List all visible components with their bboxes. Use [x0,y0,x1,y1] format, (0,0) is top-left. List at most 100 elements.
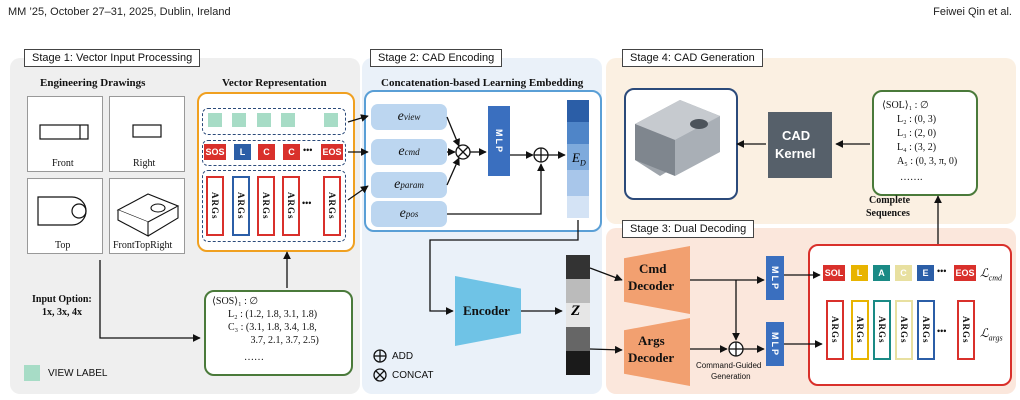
args-text: ARGs [327,192,337,220]
loss-cmd: ℒcmd [980,266,1002,282]
cmd-decoder-block [624,246,690,314]
token-circle: C [283,144,300,160]
args-column: ARGs [282,176,300,236]
args-text: ARGs [830,316,840,344]
out-seq-line: L₂ : (0, 3) [897,114,937,125]
args-text: ARGs [855,316,865,344]
add-operator-icon [533,147,549,163]
token-text: C [288,147,295,157]
args-decoder-label-2: Decoder [628,350,675,365]
out-token-sol: SOL [823,265,845,281]
embed-e: e [399,206,406,221]
ed-label: ED [572,150,586,168]
out-args-column: ARGs [917,300,935,360]
view-label-chip [324,113,338,127]
cad-model-render [635,100,720,176]
cad-kernel-label-1: CAD [782,128,811,143]
token-circle: C [258,144,275,160]
cad-kernel-box [768,112,832,178]
input-option-values: 1x, 3x, 4x [42,307,82,318]
token-text: E [922,268,929,278]
vector-title: Vector Representation [222,77,327,89]
out-args-column: ARGs [826,300,844,360]
embed-e: e [394,177,401,192]
ed-segment [567,122,589,144]
args-column: ARGs [232,176,250,236]
token-text: C [900,268,907,278]
stage2-label: Stage 2: CAD Encoding [370,49,503,67]
args-text: ARGs [286,192,296,220]
ed-segment [567,100,589,122]
legend-view-label-swatch [24,365,40,381]
add-legend-icon [373,349,387,363]
embed-e: e [398,144,405,159]
out-token-eos: EOS [954,265,976,281]
view-label-chip [232,113,246,127]
front-view-drawing [39,124,89,140]
encoder-block [455,276,521,346]
view-top [27,178,103,254]
guided-label-2: Generation [711,372,751,381]
ed-segment [567,144,589,170]
loss-args-symbol: ℒ [980,326,989,340]
args-text: ARGs [261,192,271,220]
embed-sup: param [400,180,424,190]
out-seq-line: ……. [900,172,923,183]
out-seq-line: ⟨SOL⟩₁ : ∅ [882,100,929,111]
out-token-arc: A [873,265,890,281]
ed-embedding-bar [567,100,589,218]
running-header-left: MM ’25, October 27–31, 2025, Dublin, Ire… [8,6,231,18]
seq-line: …… [244,352,264,363]
args-column: ARGs [206,176,224,236]
out-seq-line: L₄ : (3, 2) [897,142,937,153]
token-sos: SOS [204,144,226,160]
view-fronttopright-label: FrontTopRight [113,240,173,251]
mlp-text: MLP [494,128,504,154]
guided-label-1: Command-Guided [696,361,762,370]
input-sequence-box [204,290,353,376]
args-row [202,170,346,242]
guided-add-operator-icon [728,341,744,357]
out-seq-line: A₅ : (0, 3, π, 0) [897,156,958,167]
args-text: ARGs [877,316,887,344]
concat-operator-icon [455,144,471,160]
view-right-label: Right [133,158,156,169]
command-row [202,140,346,166]
legend-add: ADD [392,351,414,362]
z-segment [566,255,590,279]
out-token-extrude: E [917,265,934,281]
encoding-mlp: MLP [488,106,510,176]
view-label-row [202,108,346,135]
loss-cmd-symbol: ℒ [980,266,989,280]
seq-line: L₂ : (1.2, 1.8, 3.1, 1.8) [228,309,318,320]
token-text: SOL [824,268,844,278]
args-text: ARGs [236,192,246,220]
ed-segment [567,170,589,196]
args-text: ARGs [921,316,931,344]
cmd-decoder-label-1: Cmd [639,261,667,276]
loss-args: ℒargs [980,326,1003,342]
out-token-dots: ••• [937,266,947,276]
cmd-mlp: MLP [766,256,784,300]
token-text: EOS [322,147,342,157]
args-text: ARGs [899,316,909,344]
ed-segment [567,196,589,218]
view-label-chip [281,113,295,127]
drawings-title: Engineering Drawings [40,77,146,89]
seq-line: 3.7, 2.1, 3.7, 2.5) [228,335,319,346]
out-args-column: ARGs [895,300,913,360]
seq-line: ⟨SOS⟩₁ : ∅ [212,296,259,307]
legend-concat: CONCAT [392,370,434,381]
isometric-view-drawing [116,193,180,237]
z-segment [566,351,590,375]
stage2-title: Concatenation-based Learning Embedding [381,77,584,89]
top-view-drawing [37,196,87,226]
loss-args-sub: args [988,333,1003,343]
seq-line: C₃ : (3.1, 1.8, 3.4, 1.8, [228,322,317,333]
